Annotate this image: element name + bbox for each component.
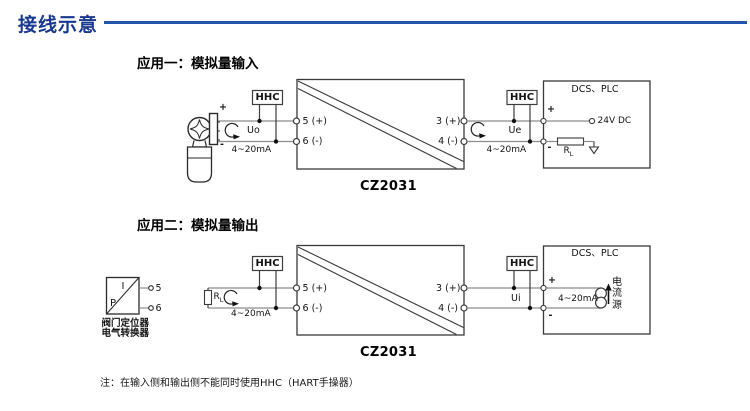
isolator-box: [292, 244, 468, 336]
terminal-label-4: 4 (-): [438, 302, 458, 314]
terminal: [540, 284, 547, 292]
footnote: 注：在输入侧和输出侧不能同时使用HHC（HART手操器）: [100, 378, 359, 389]
current-range: 4~20mA: [558, 293, 598, 304]
transmitter-icon: [186, 112, 220, 183]
hhc-box: [251, 255, 284, 311]
terminal-label-6: 6 (-): [302, 135, 323, 147]
terminal: [148, 305, 154, 311]
terminal: [540, 304, 547, 312]
polarity-plus: +: [548, 274, 556, 286]
terminal: [148, 285, 154, 291]
current-range: 4~20mA: [231, 309, 271, 319]
valve-name-line2: 电气转换器: [101, 327, 150, 339]
signal-ue: Ue: [508, 124, 522, 136]
polarity-plus: +: [547, 104, 555, 115]
polarity-plus: +: [219, 102, 227, 113]
load-resistor: [556, 137, 585, 146]
valve-p-label: P: [110, 297, 117, 309]
hhc-label: HHC: [255, 91, 280, 103]
hhc-box: [251, 89, 284, 144]
current-direction-arrow: [224, 122, 241, 140]
isolator-model: CZ2031: [360, 178, 417, 194]
up-arrow-icon: [605, 283, 612, 304]
polarity-minus: -: [548, 310, 553, 321]
current-source-icon: [594, 287, 607, 309]
terminal: [588, 117, 596, 125]
terminal: [540, 138, 547, 145]
app1-input-wires: [218, 120, 293, 143]
load-resistor: [203, 289, 213, 306]
app2-title: 应用二：模拟量输出: [137, 217, 259, 234]
terminal-label-3: 3 (+): [436, 282, 461, 294]
valve-terminal-6: 6: [155, 302, 162, 314]
terminal: [292, 117, 301, 125]
terminal: [540, 117, 547, 125]
current-direction-arrow: [470, 121, 487, 139]
page-title: 接线示意: [18, 14, 99, 36]
terminal: [292, 284, 301, 292]
ip-converter-icon: [105, 276, 154, 315]
title-rule: [104, 21, 747, 24]
terminal: [460, 284, 468, 292]
ground-icon: [588, 146, 600, 155]
dcs-title: DCS、PLC: [571, 84, 619, 95]
terminal-label-3: 3 (+): [436, 115, 461, 127]
current-range: 4~20mA: [486, 144, 527, 155]
terminal: [460, 304, 468, 312]
load-resistor-label: RL: [563, 146, 574, 158]
polarity-minus: -: [220, 139, 224, 150]
isolator-model: CZ2031: [360, 344, 417, 360]
terminal-label-5: 5 (+): [302, 115, 327, 127]
signal-ui: Ui: [511, 292, 521, 304]
current-source-label: 电流源: [612, 276, 622, 312]
terminal-label-5: 5 (+): [302, 282, 327, 294]
terminal: [292, 304, 301, 312]
hhc-box: [506, 255, 538, 311]
terminal-label-4: 4 (-): [438, 135, 458, 147]
current-range: 4~20mA: [231, 144, 272, 155]
valve-terminal-5: 5: [155, 282, 162, 294]
isolator-box: [292, 78, 468, 170]
terminal: [460, 137, 468, 146]
dcs-title: DCS、PLC: [571, 248, 619, 259]
terminal-label-6: 6 (-): [302, 302, 323, 314]
app2-input-wires: [203, 287, 293, 309]
polarity-minus: -: [547, 142, 552, 153]
signal-uo: Uo: [247, 124, 260, 136]
hhc-label: HHC: [255, 257, 280, 269]
valve-i-label: I: [121, 280, 125, 292]
valve-name-line1: 阀门定位器: [101, 318, 150, 329]
hhc-label: HHC: [509, 257, 535, 269]
dcs-box: [540, 80, 651, 169]
terminal: [460, 117, 468, 125]
dcs-box: [540, 245, 651, 335]
hhc-box: [506, 89, 538, 144]
hhc-label: HHC: [509, 91, 535, 103]
current-direction-arrow: [223, 289, 240, 307]
power-label: 24V DC: [597, 115, 632, 126]
load-resistor-label: RL: [213, 292, 224, 304]
terminal: [292, 137, 301, 146]
app1-title: 应用一：模拟量输入: [137, 55, 259, 72]
